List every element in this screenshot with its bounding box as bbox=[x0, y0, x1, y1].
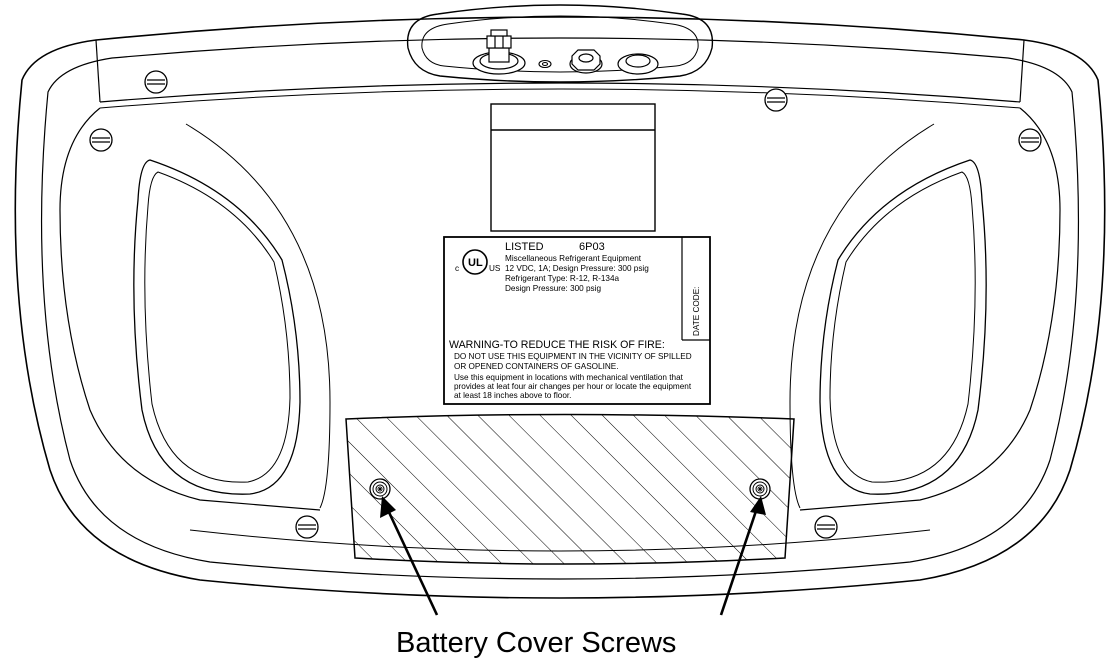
arrow-head-right-icon bbox=[750, 496, 766, 515]
screw-icon bbox=[89, 128, 113, 152]
battery-cover bbox=[345, 413, 795, 565]
spec-line-1: Miscellaneous Refrigerant Equipment bbox=[505, 254, 642, 263]
warning-line-2: OR OPENED CONTAINERS OF GASOLINE. bbox=[454, 362, 619, 371]
screw-icon bbox=[295, 515, 319, 539]
listed-text: LISTED bbox=[505, 241, 544, 253]
blank-label bbox=[490, 103, 656, 232]
warning-line-5: at least 18 inches above to floor. bbox=[454, 391, 571, 400]
warning-line-4: provides at leat four air changes per ho… bbox=[454, 382, 692, 391]
date-code-text: DATE CODE: bbox=[692, 287, 701, 336]
ul-mark-text: UL bbox=[468, 257, 483, 269]
ul-us-text: US bbox=[489, 264, 501, 273]
housing-outline bbox=[14, 16, 1106, 599]
right-handle bbox=[789, 107, 1061, 511]
arrow-left bbox=[385, 507, 439, 616]
hex-fitting bbox=[569, 49, 603, 74]
spec-line-4: Design Pressure: 300 psig bbox=[505, 284, 601, 293]
screw-icon bbox=[814, 515, 838, 539]
spec-line-2: 12 VDC, 1A; Design Pressure: 300 psig bbox=[505, 264, 649, 273]
nameplate-label: UL c US LISTED 6P03 Miscellaneous Refrig… bbox=[443, 236, 711, 405]
hose-fitting bbox=[472, 29, 526, 75]
arrow-head-left-icon bbox=[380, 496, 396, 518]
warning-line-3: Use this equipment in locations with mec… bbox=[454, 373, 684, 382]
ul-c-text: c bbox=[455, 264, 459, 273]
left-handle bbox=[59, 107, 331, 511]
round-plug bbox=[617, 53, 659, 75]
screw-icon bbox=[144, 70, 168, 94]
warning-title: WARNING-TO REDUCE THE RISK OF FIRE: bbox=[449, 339, 665, 351]
listing-code: 6P03 bbox=[579, 241, 605, 253]
socket-screw-icon bbox=[749, 478, 771, 500]
small-port bbox=[538, 59, 552, 69]
warning-line-1: DO NOT USE THIS EQUIPMENT IN THE VICINIT… bbox=[454, 352, 692, 361]
arrow-right bbox=[719, 507, 759, 616]
port-housing bbox=[406, 4, 714, 83]
socket-screw-icon bbox=[369, 478, 391, 500]
callout-label: Battery Cover Screws bbox=[396, 627, 676, 659]
screw-icon bbox=[764, 88, 788, 112]
ul-listing-mark-icon: UL c US bbox=[455, 249, 501, 275]
screw-icon bbox=[1018, 128, 1042, 152]
callout-arrows bbox=[380, 496, 766, 616]
spec-line-3: Refrigerant Type: R-12, R-134a bbox=[505, 274, 620, 283]
